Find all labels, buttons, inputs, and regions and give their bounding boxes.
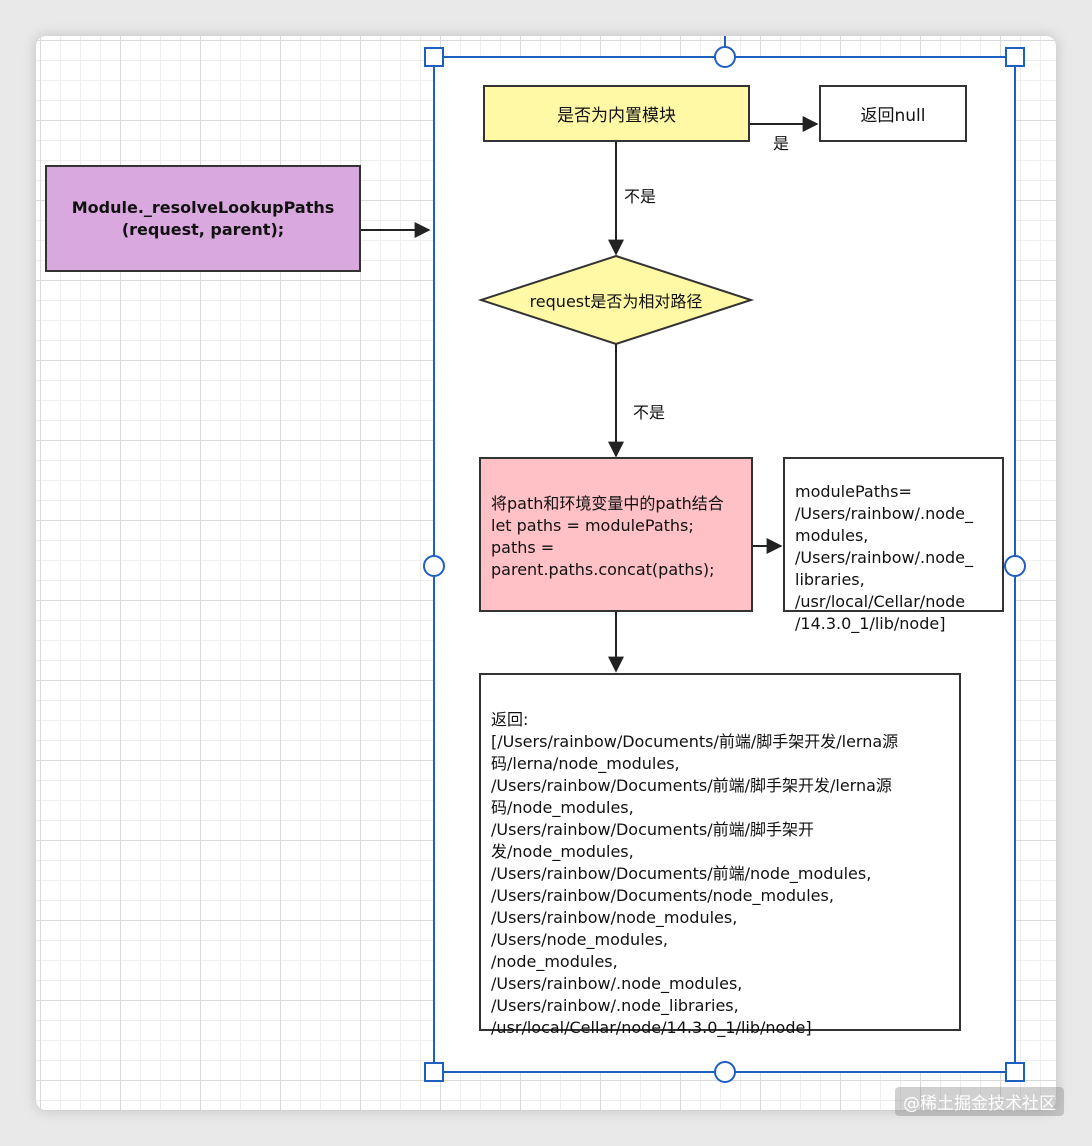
decision-builtin-text: 是否为内置模块 [557, 106, 676, 126]
watermark-text: @稀土掘金技术社区 [895, 1087, 1064, 1116]
decision-builtin-node[interactable]: 是否为内置模块 [483, 85, 750, 142]
decision-relative-label: request是否为相对路径 [481, 280, 751, 320]
module-paths-node[interactable]: modulePaths= /Users/rainbow/.node_ modul… [783, 457, 1004, 633]
resize-handle-top-right[interactable] [1005, 47, 1025, 67]
return-null-text: 返回null [860, 106, 926, 126]
resize-handle-middle-right[interactable] [1004, 555, 1026, 577]
resize-handle-top-left[interactable] [424, 47, 444, 67]
resize-handle-bottom-center[interactable] [714, 1061, 736, 1083]
edge-label-yes: 是 [773, 134, 790, 153]
combine-paths-node[interactable]: 将path和环境变量中的path结合 let paths = modulePat… [479, 457, 753, 612]
module-paths-text: modulePaths= /Users/rainbow/.node_ modul… [795, 482, 973, 633]
edge-label-no-2: 不是 [633, 403, 666, 422]
combine-paths-text: 将path和环境变量中的path结合 let paths = modulePat… [491, 494, 724, 579]
entry-call-node[interactable]: Module._resolveLookupPaths(request, pare… [45, 165, 361, 272]
resize-handle-bottom-left[interactable] [424, 1062, 444, 1082]
return-null-node[interactable]: 返回null [819, 85, 967, 142]
return-list-node[interactable]: 返回: [/Users/rainbow/Documents/前端/脚手架开发/l… [479, 673, 961, 1037]
decision-relative-text: request是否为相对路径 [529, 292, 703, 311]
entry-call-text: Module._resolveLookupPaths(request, pare… [71, 197, 335, 239]
resize-handle-top-center[interactable] [714, 46, 736, 68]
resize-handle-bottom-right[interactable] [1005, 1062, 1025, 1082]
resize-handle-middle-left[interactable] [423, 555, 445, 577]
return-list-text: 返回: [/Users/rainbow/Documents/前端/脚手架开发/l… [491, 710, 899, 1037]
edge-label-no-1: 不是 [624, 187, 657, 206]
